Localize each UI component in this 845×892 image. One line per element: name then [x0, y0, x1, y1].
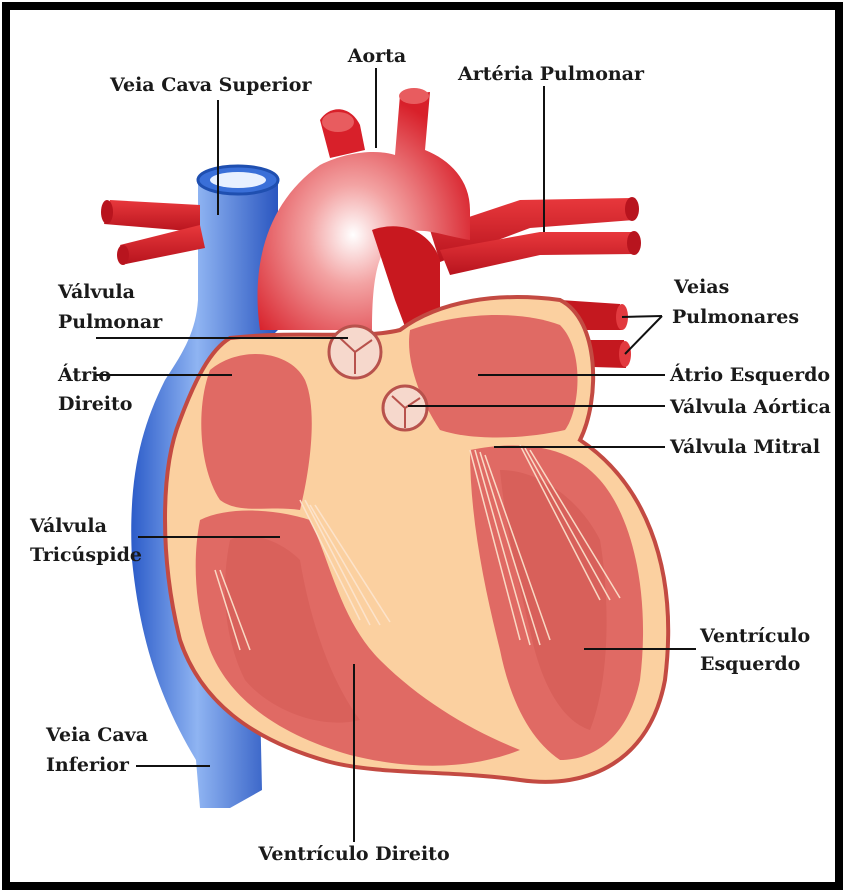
label-valvula-pulmonar-1: Válvula: [57, 281, 135, 303]
label-arteria-pulmonar: Artéria Pulmonar: [457, 63, 645, 85]
aortic-valve: [383, 386, 427, 430]
label-atrio-direito-1: Átrio: [57, 363, 111, 386]
label-veias-pulmonares-1: Veias: [673, 276, 729, 298]
heart-body: [165, 297, 668, 782]
label-ventriculo-direito: Ventrículo Direito: [257, 843, 449, 865]
pulmonary-valve: [329, 326, 381, 378]
left-atrium-chamber: [409, 315, 577, 438]
label-atrio-direito-2: Direito: [58, 393, 132, 415]
label-valvula-mitral: Válvula Mitral: [669, 436, 820, 458]
label-valvula-tricuspide-1: Válvula: [29, 515, 107, 537]
right-atrium-chamber: [201, 354, 311, 510]
label-aorta: Aorta: [347, 45, 407, 67]
label-veia-cava-superior: Veia Cava Superior: [109, 74, 312, 96]
label-atrio-esquerdo: Átrio Esquerdo: [669, 363, 830, 386]
label-ventriculo-esquerdo-2: Esquerdo: [700, 653, 800, 675]
label-valvula-aortica: Válvula Aórtica: [669, 396, 831, 418]
label-veias-pulmonares-2: Pulmonares: [672, 306, 799, 328]
label-ventriculo-esquerdo-1: Ventrículo: [699, 625, 810, 647]
label-valvula-tricuspide-2: Tricúspide: [30, 544, 142, 566]
label-valvula-pulmonar-2: Pulmonar: [58, 311, 163, 333]
label-veia-cava-inferior-1: Veia Cava: [45, 724, 148, 746]
label-veia-cava-inferior-2: Inferior: [46, 754, 130, 776]
